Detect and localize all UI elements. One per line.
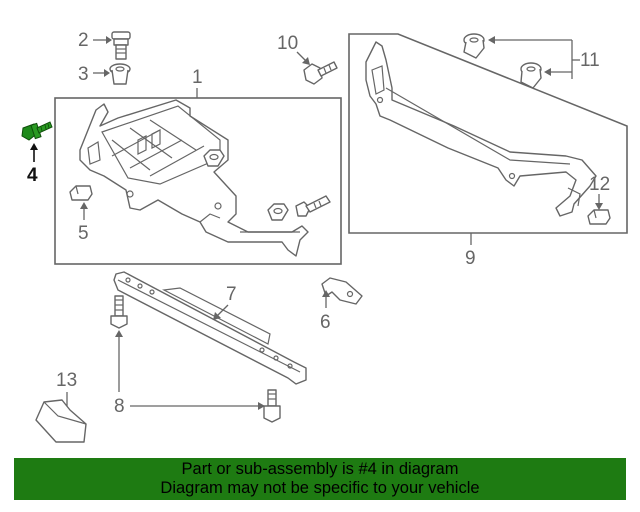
callout-4[interactable]: 4 bbox=[27, 143, 38, 186]
bolt-part-10[interactable] bbox=[303, 61, 338, 85]
svg-text:11: 11 bbox=[580, 50, 600, 71]
callout-3[interactable]: 3 bbox=[78, 64, 110, 85]
clip-part-11-top[interactable] bbox=[463, 33, 485, 59]
clip-part-5[interactable] bbox=[69, 185, 93, 201]
svg-text:2: 2 bbox=[78, 30, 89, 51]
bolt-in-box bbox=[295, 195, 331, 217]
part-1-box bbox=[54, 97, 342, 265]
bolt-part-8-upper[interactable] bbox=[110, 295, 128, 329]
callout-10[interactable]: 10 bbox=[277, 33, 310, 65]
banner-line-1: Part or sub-assembly is #4 in diagram bbox=[181, 460, 459, 478]
banner-line-2: Diagram may not be specific to your vehi… bbox=[160, 479, 480, 497]
svg-text:7: 7 bbox=[226, 284, 237, 305]
cover-part-13[interactable] bbox=[35, 399, 87, 443]
callout-11[interactable]: 11 bbox=[488, 36, 600, 79]
brace-part-7[interactable] bbox=[113, 271, 307, 385]
svg-text:10: 10 bbox=[277, 33, 298, 54]
svg-text:12: 12 bbox=[589, 174, 610, 195]
svg-text:13: 13 bbox=[56, 370, 77, 391]
bracket-part-6[interactable] bbox=[321, 277, 363, 305]
bolt-part-8-lower[interactable] bbox=[263, 389, 281, 423]
svg-text:4: 4 bbox=[27, 165, 38, 186]
svg-text:3: 3 bbox=[78, 64, 89, 85]
svg-text:5: 5 bbox=[78, 223, 89, 244]
nut-small-top bbox=[203, 149, 225, 167]
clip-part-3[interactable] bbox=[109, 63, 131, 85]
callout-6[interactable]: 6 bbox=[320, 290, 331, 333]
screw-part-2[interactable] bbox=[111, 31, 131, 60]
tie-bar-part-9[interactable] bbox=[365, 41, 597, 217]
clip-part-11-bottom[interactable] bbox=[520, 62, 542, 89]
svg-text:1: 1 bbox=[192, 67, 203, 88]
bolt-part-4[interactable] bbox=[21, 121, 53, 141]
callout-7[interactable]: 7 bbox=[213, 284, 237, 320]
callout-12[interactable]: 12 bbox=[589, 174, 610, 210]
callout-9[interactable]: 9 bbox=[465, 233, 476, 269]
info-banner: Part or sub-assembly is #4 in diagram Di… bbox=[14, 458, 626, 500]
callout-2[interactable]: 2 bbox=[78, 30, 112, 51]
callout-8[interactable]: 8 bbox=[114, 330, 265, 417]
support-bracket-part-1[interactable] bbox=[79, 99, 309, 257]
svg-text:6: 6 bbox=[320, 312, 331, 333]
nut-small-right bbox=[267, 203, 289, 221]
svg-text:8: 8 bbox=[114, 396, 125, 417]
callout-13[interactable]: 13 bbox=[56, 370, 77, 406]
svg-text:9: 9 bbox=[465, 248, 476, 269]
callout-5[interactable]: 5 bbox=[78, 202, 89, 244]
clip-part-12[interactable] bbox=[587, 209, 611, 225]
part-9-box bbox=[348, 33, 628, 234]
callout-1[interactable]: 1 bbox=[192, 67, 203, 98]
